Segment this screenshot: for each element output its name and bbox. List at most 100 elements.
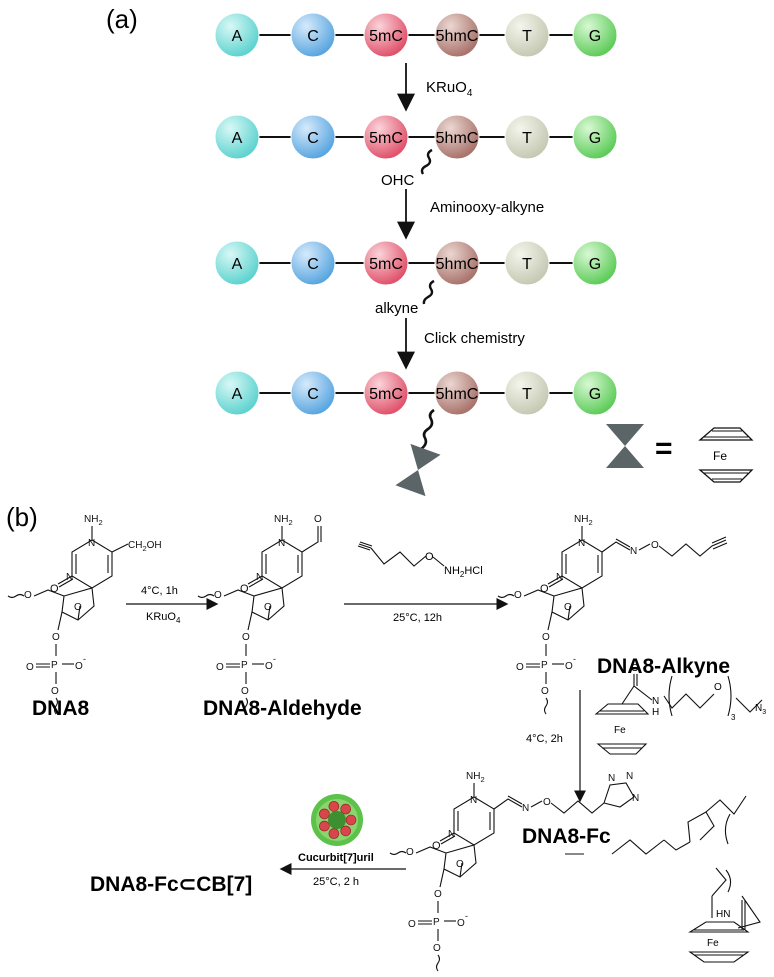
atom-label: O	[50, 583, 59, 595]
atom-label: -	[83, 654, 86, 664]
dna8-fc-sidechain	[565, 795, 761, 963]
legend-equals: =	[655, 432, 673, 465]
atom-label: O	[408, 919, 416, 930]
base-node-5mc: 5mC	[363, 240, 409, 286]
atom-label: O	[565, 661, 573, 672]
r2-reagent-amine: NH2HCl	[444, 565, 483, 579]
r3-o: O	[631, 663, 639, 674]
r4-conditions: 25°C, 2 h	[313, 876, 359, 888]
base-node-5mc: 5mC	[363, 370, 409, 416]
base-node-g: G	[572, 370, 618, 416]
base-node-c: C	[290, 114, 336, 160]
base-label: 5mC	[369, 386, 403, 403]
atom-label: O	[51, 686, 59, 697]
atom-label: N	[632, 793, 639, 804]
legend-fe-label: Fe	[713, 449, 727, 463]
r3-peg-n: 3	[731, 713, 736, 722]
base-label: A	[232, 386, 243, 403]
base-node-g: G	[572, 240, 618, 286]
atom-label: O	[240, 583, 249, 595]
base-label: C	[307, 130, 319, 147]
r4-reagent-name: Cucurbit[7]uril	[298, 852, 374, 864]
base-node-g: G	[572, 114, 618, 160]
atom-label: O	[514, 590, 522, 601]
atom-label: O	[74, 602, 82, 613]
base-label: T	[522, 130, 532, 147]
compound-aldehyde: DNA8-Aldehyde	[203, 697, 362, 720]
atom-label: O	[540, 583, 549, 595]
atom-label: O	[543, 797, 551, 808]
base-label: G	[589, 256, 601, 273]
atom-label: O	[516, 662, 524, 673]
step-label-aminooxy: Aminooxy-alkyne	[430, 199, 544, 216]
base-node-t: T	[504, 12, 550, 58]
atom-label: O	[432, 840, 441, 852]
r1-reagent: KRuO4	[146, 611, 181, 625]
atom-label: O	[434, 889, 442, 900]
atom-label: N	[448, 829, 455, 840]
base-label: 5mC	[369, 28, 403, 45]
base-label: 5hmC	[436, 386, 479, 403]
base-node-5mc: 5mC	[363, 114, 409, 160]
base-label: G	[589, 28, 601, 45]
r3-n: N	[652, 696, 659, 707]
base-node-a: A	[214, 370, 260, 416]
base-node-c: C	[290, 370, 336, 416]
base-node-5hmc: 5hmC	[434, 370, 480, 416]
panel-b-label: (b)	[6, 502, 38, 532]
atom-label: P	[541, 660, 548, 671]
atom-label: O	[314, 514, 322, 525]
atom-label: O	[26, 662, 34, 673]
base-label: G	[589, 386, 601, 403]
atom-label: O	[214, 590, 222, 601]
linker-ferrocene	[420, 408, 435, 451]
r2-bond	[432, 556, 445, 567]
base-node-5hmc: 5hmC	[434, 240, 480, 286]
atom-label: N	[522, 803, 529, 814]
r3-peg-o: O	[714, 682, 722, 693]
base-label: 5hmC	[436, 28, 479, 45]
base-label: T	[522, 256, 532, 273]
atom-label: O	[216, 662, 224, 673]
atom-label: -	[573, 654, 576, 664]
legend-bowtie-icon	[606, 424, 644, 468]
r3-conditions: 4°C, 2h	[526, 733, 563, 745]
base-label: 5mC	[369, 256, 403, 273]
atom-label: O	[75, 661, 83, 672]
atom-label: N	[256, 572, 263, 583]
r2-conditions: 25°C, 12h	[393, 612, 442, 624]
base-label: T	[522, 28, 532, 45]
strand-row: A C 5mC 5hmC T G	[214, 370, 618, 416]
atom-label: N	[630, 546, 637, 557]
base-label: C	[307, 28, 319, 45]
atom-label: O	[564, 602, 572, 613]
base-label: 5hmC	[436, 130, 479, 147]
atom-label: NH2	[274, 514, 293, 527]
atom-label: O	[542, 632, 550, 643]
atom-label: O	[651, 540, 659, 551]
atom-label: -	[465, 911, 468, 921]
atom-label: O	[456, 859, 464, 870]
base-node-t: T	[504, 240, 550, 286]
atom-label: P	[51, 660, 58, 671]
atom-label: NH2	[574, 514, 593, 527]
atom-label: N	[88, 538, 95, 549]
atom-label: -	[273, 654, 276, 664]
atom-label: O	[241, 686, 249, 697]
atom-label: N	[578, 538, 585, 549]
base-node-c: C	[290, 240, 336, 286]
linker-alkyne	[422, 279, 435, 305]
atom-label: N	[66, 572, 73, 583]
atom-label: O	[24, 590, 32, 601]
compound-fc: DNA8-Fc	[522, 825, 611, 848]
atom-label: NH2	[466, 771, 485, 784]
compound-alkyne: DNA8-Alkyne	[597, 655, 730, 678]
atom-label: CH2OH	[128, 540, 162, 553]
atom-label: O	[242, 632, 250, 643]
base-label: T	[522, 386, 532, 403]
